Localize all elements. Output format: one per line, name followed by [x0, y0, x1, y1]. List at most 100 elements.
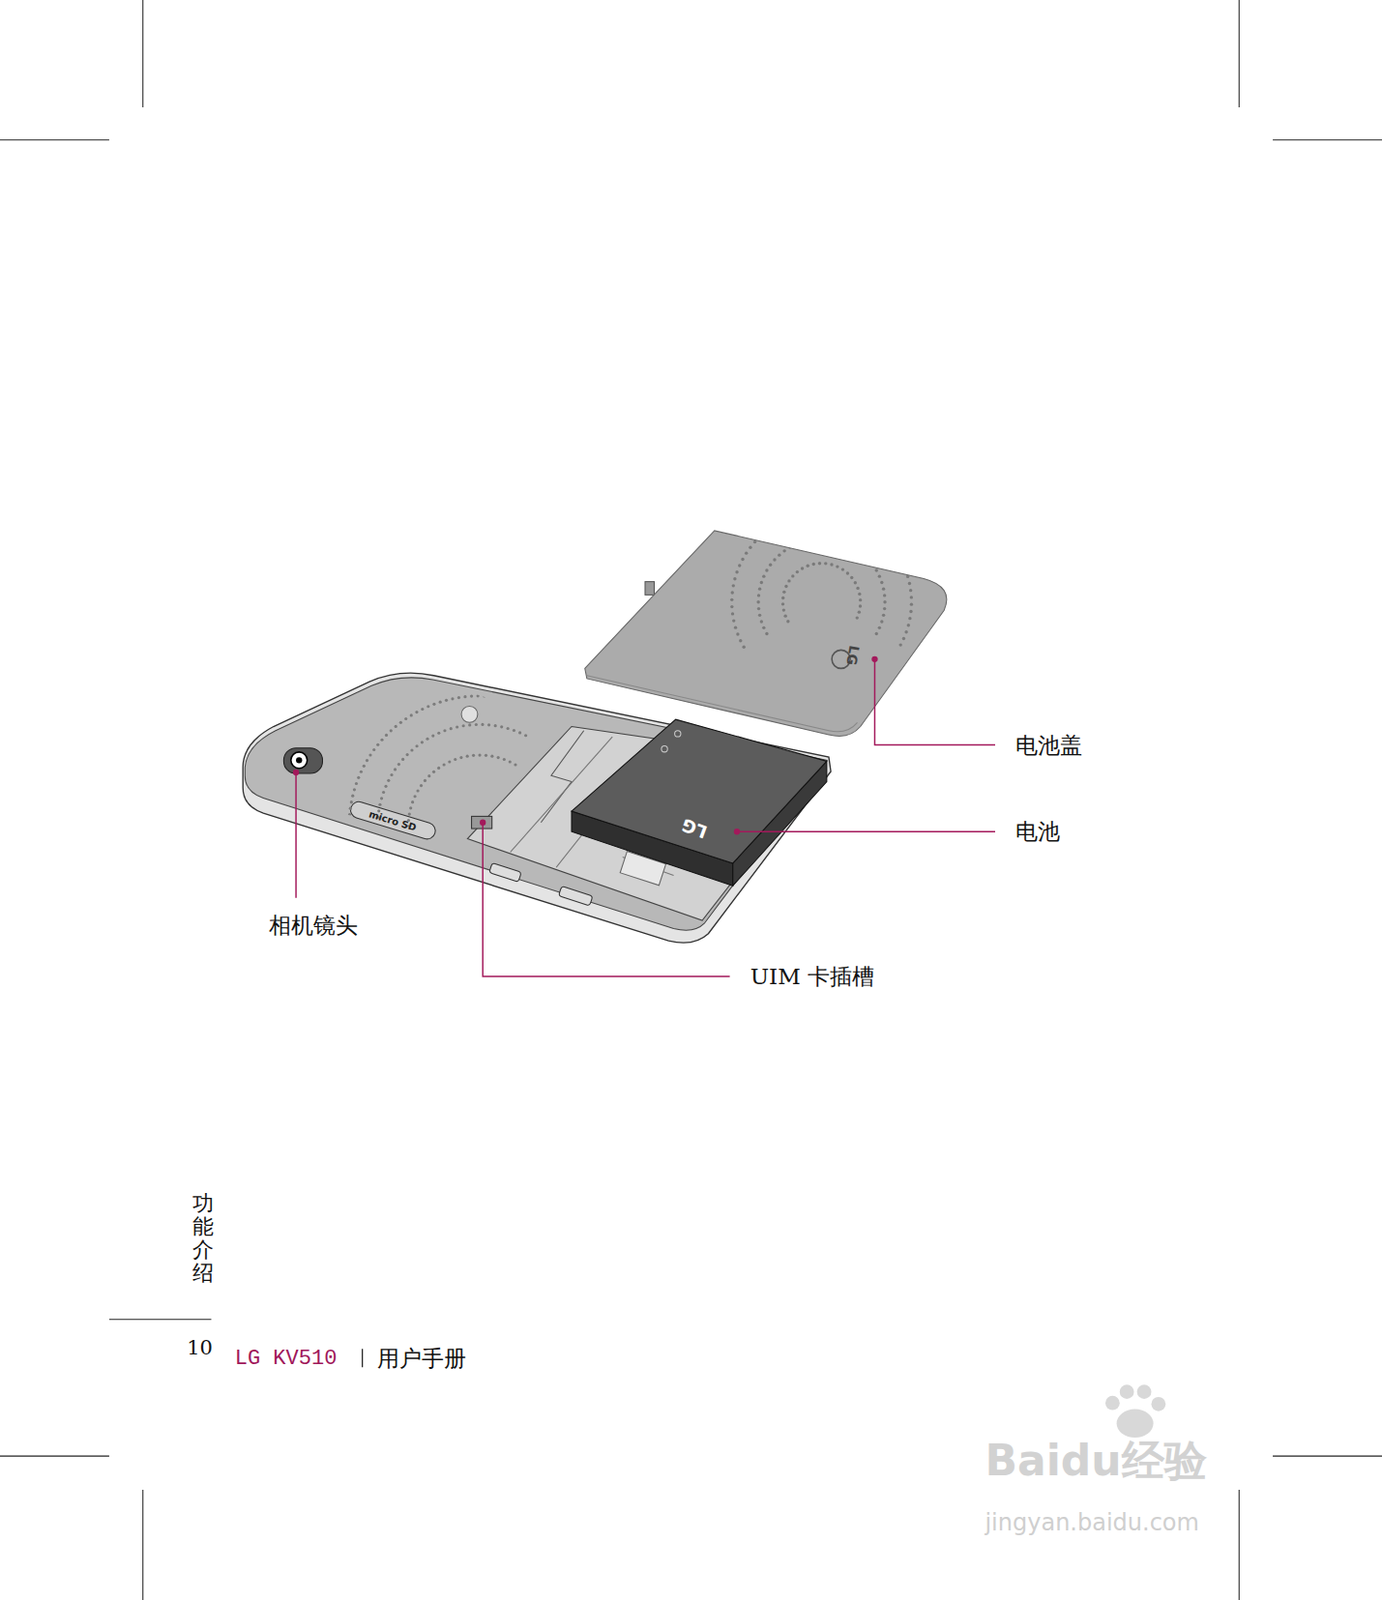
dot: [425, 737, 429, 741]
dot: [354, 782, 358, 786]
dot: [439, 701, 442, 705]
part-name: 电池: [1015, 817, 1060, 848]
leader-lines: [295, 659, 996, 977]
dot: [829, 562, 833, 566]
dot: [386, 779, 390, 783]
dot: [474, 723, 478, 727]
dot: [880, 581, 883, 585]
dot: [352, 857, 355, 861]
dot: [878, 574, 882, 578]
dot: [449, 727, 453, 731]
dot: [853, 581, 857, 585]
dot: [782, 590, 786, 594]
footer-rule: [109, 1319, 212, 1321]
dot: [857, 610, 861, 614]
brand-mark: LG: [678, 815, 710, 844]
dot: [404, 717, 408, 721]
dot: [350, 800, 353, 804]
dot: [768, 527, 772, 530]
dot: [470, 695, 473, 699]
dot: [818, 561, 822, 565]
dot: [882, 600, 886, 604]
dot: [843, 513, 847, 517]
dot: [348, 813, 352, 817]
dot: [524, 734, 528, 737]
dot: [352, 788, 356, 792]
dot: [349, 807, 353, 811]
dot: [758, 587, 762, 590]
dot: [355, 870, 359, 874]
dot: [484, 754, 488, 758]
dot: [537, 708, 541, 712]
dot: [348, 838, 352, 842]
dot: [411, 800, 414, 804]
dot: [507, 698, 511, 702]
dot: [902, 637, 906, 641]
dot: [501, 696, 505, 700]
dot: [520, 701, 524, 705]
dot: [359, 770, 363, 774]
dot: [909, 588, 912, 592]
dot: [393, 767, 397, 771]
part-name: UIM 卡插槽: [750, 962, 875, 993]
dot: [737, 563, 741, 567]
dot: [855, 616, 859, 619]
dot: [862, 553, 866, 557]
dot: [874, 529, 878, 532]
dot: [806, 538, 810, 542]
dot: [450, 697, 454, 701]
dot: [730, 605, 734, 609]
dot: [733, 577, 736, 581]
dot-pattern: [781, 561, 862, 623]
dot: [347, 825, 351, 829]
dot: [893, 549, 897, 553]
dot: [431, 734, 435, 737]
dot: [732, 618, 736, 622]
dot: [410, 713, 413, 717]
dot: [758, 535, 762, 539]
dot: [856, 518, 860, 522]
part-name: 电池盖: [1015, 731, 1083, 762]
dot: [760, 581, 764, 585]
dot: [875, 632, 879, 636]
dot: [740, 558, 744, 561]
dot: [908, 582, 912, 586]
dot: [808, 511, 812, 515]
page-number: 10: [186, 1336, 213, 1360]
dot: [738, 639, 742, 643]
dot: [447, 760, 451, 764]
dot: [468, 723, 471, 727]
dot: [880, 533, 883, 537]
dot: [783, 614, 787, 618]
dot: [846, 542, 850, 546]
dot: [531, 705, 535, 709]
dot: [408, 837, 412, 841]
dot-pattern: [407, 753, 518, 853]
dot: [526, 704, 530, 707]
dot: [858, 604, 862, 608]
dot: [791, 574, 794, 578]
watermark: Baidu经验: [984, 1433, 1206, 1491]
dot: [882, 587, 885, 590]
dot: [777, 553, 781, 557]
dot: [788, 545, 792, 549]
model-name: LG KV510: [235, 1346, 338, 1371]
footer-separator: [361, 1349, 363, 1368]
dot: [442, 729, 446, 733]
dot: [419, 784, 423, 788]
dot: [889, 544, 893, 548]
dot: [410, 748, 413, 752]
dot: [839, 540, 843, 544]
dot: [735, 632, 739, 636]
dot: [781, 602, 785, 606]
dot: [455, 725, 459, 729]
dot: [764, 568, 768, 572]
dot: [506, 727, 510, 731]
dot: [414, 744, 418, 748]
dot: [823, 561, 827, 565]
dot: [382, 791, 385, 794]
dot: [347, 820, 351, 824]
dot: [744, 551, 748, 555]
dot: [351, 794, 354, 798]
